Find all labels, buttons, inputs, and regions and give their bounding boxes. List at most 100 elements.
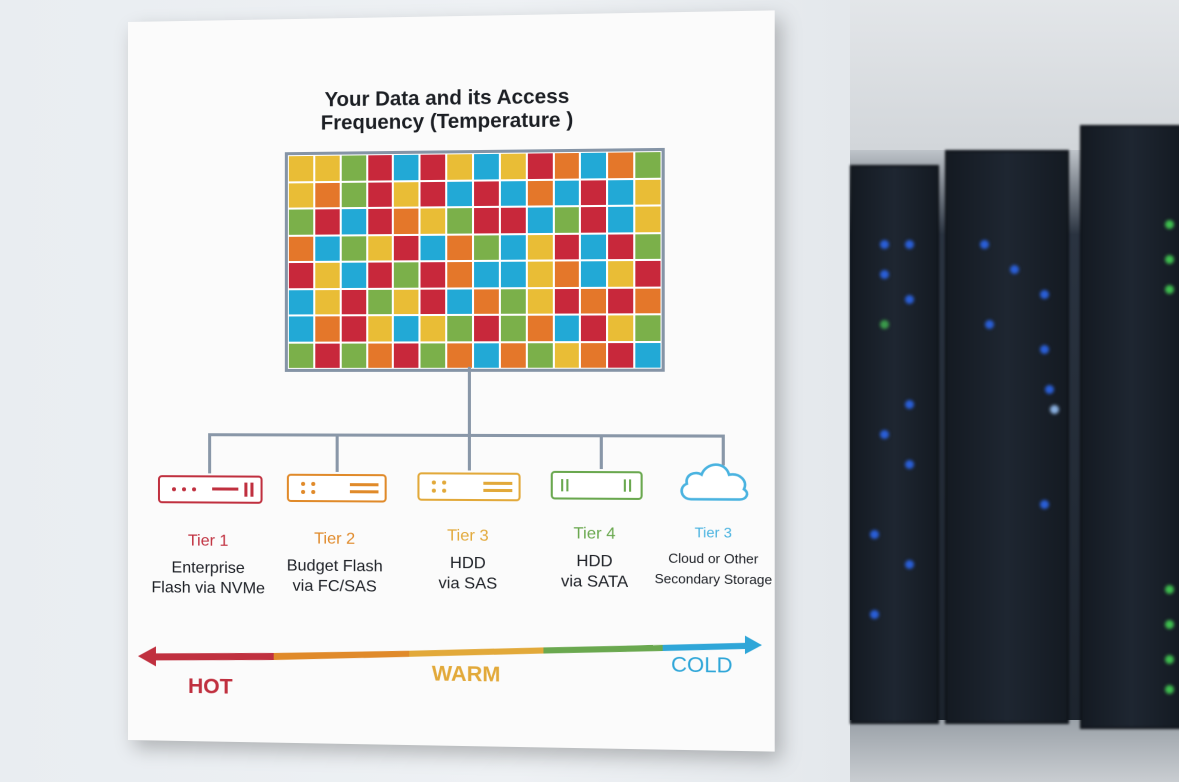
- tier-cloud-name: Tier 3: [645, 524, 782, 541]
- flash-storage-icon: [287, 474, 387, 503]
- tier-3-desc-line1: HDD: [401, 553, 535, 575]
- heatmap-cell: [581, 343, 606, 368]
- heatmap-cell: [447, 262, 472, 287]
- tier-cloud-desc-line2: Secondary Storage: [645, 569, 782, 591]
- heatmap-cell: [501, 262, 526, 287]
- heatmap-cell: [581, 153, 606, 178]
- heatmap-cell: [635, 206, 660, 231]
- heatmap-cell: [608, 234, 633, 259]
- heatmap-cell: [421, 316, 446, 341]
- heatmap-cell: [315, 343, 339, 368]
- tier-2: Tier 2 Budget Flash via FC/SAS: [269, 530, 401, 598]
- heatmap-cell: [447, 208, 472, 233]
- connector-drop-1: [208, 433, 211, 473]
- heatmap-cell: [447, 181, 472, 206]
- tier-cloud-desc-line1: Cloud or Other: [645, 548, 782, 570]
- tier-4-desc-line2: via SATA: [527, 572, 663, 594]
- heatmap-cell: [447, 316, 472, 341]
- heatmap-cell: [635, 179, 660, 204]
- heatmap-cell: [368, 182, 392, 207]
- hot-label: HOT: [188, 675, 233, 700]
- rack-led: [1165, 285, 1174, 294]
- nvme-storage-icon: [158, 475, 263, 504]
- heatmap-cell: [528, 180, 553, 205]
- heatmap-cell: [341, 343, 365, 368]
- tier-2-name: Tier 2: [269, 530, 401, 549]
- heatmap-cell: [608, 207, 633, 232]
- heatmap-cell: [554, 316, 579, 341]
- heatmap-cell: [528, 316, 553, 341]
- heatmap-cell: [501, 208, 526, 233]
- heatmap-cell: [341, 236, 365, 261]
- rack-led: [1050, 405, 1059, 414]
- heatmap-cell: [315, 316, 339, 341]
- heatmap-cell: [289, 209, 313, 234]
- heatmap-cell: [608, 261, 633, 286]
- rack-led: [985, 320, 994, 329]
- rack-led: [880, 240, 889, 249]
- floor: [850, 720, 1179, 782]
- rack-led: [905, 560, 914, 569]
- heatmap-cell: [554, 261, 579, 286]
- heatmap-cell: [474, 208, 499, 233]
- rack-led: [1010, 265, 1019, 274]
- rack-led: [905, 400, 914, 409]
- heatmap-cell: [554, 180, 579, 205]
- heatmap-cell: [368, 209, 392, 234]
- heatmap-cell: [421, 262, 446, 287]
- heatmap-cell: [341, 263, 365, 288]
- storage-tier-poster: Your Data and its Access Frequency (Temp…: [128, 10, 775, 751]
- connector-drop-2: [336, 434, 339, 472]
- heatmap-cell: [341, 316, 365, 341]
- heatmap-cell: [289, 236, 313, 261]
- heatmap-cell: [421, 181, 446, 206]
- heatmap-cell: [501, 154, 526, 179]
- tier-4-name: Tier 4: [527, 525, 663, 544]
- heatmap-cell: [635, 261, 660, 286]
- heatmap-cell: [289, 343, 313, 368]
- rack-led: [1045, 385, 1054, 394]
- tier-2-desc-line1: Budget Flash: [269, 556, 401, 577]
- rack-led: [1165, 685, 1174, 694]
- tier-4: Tier 4 HDD via SATA: [527, 525, 663, 594]
- heatmap-cell: [368, 316, 392, 341]
- rack-led: [1165, 655, 1174, 664]
- heatmap-cell: [528, 207, 553, 232]
- heatmap-cell: [528, 343, 553, 368]
- rack-led: [1040, 290, 1049, 299]
- heatmap-cell: [608, 152, 633, 177]
- heatmap-cell: [501, 343, 526, 368]
- heatmap-cell: [421, 343, 446, 368]
- heatmap-cell: [581, 234, 606, 259]
- heatmap-cell: [394, 182, 418, 207]
- heatmap-cell: [315, 209, 339, 234]
- server-rack: [850, 165, 939, 724]
- heatmap-cell: [608, 180, 633, 205]
- heatmap-cell: [368, 155, 392, 180]
- cold-label: COLD: [671, 653, 733, 679]
- rack-led: [880, 270, 889, 279]
- tier-3-name: Tier 3: [401, 527, 535, 546]
- heatmap-cell: [474, 262, 499, 287]
- heatmap-cell: [528, 153, 553, 178]
- warm-label: WARM: [432, 662, 501, 687]
- heatmap-cell: [394, 155, 418, 180]
- heatmap-cell: [608, 315, 633, 340]
- data-temperature-heatmap: [285, 148, 665, 372]
- heatmap-cell: [315, 156, 339, 181]
- heatmap-cell: [289, 263, 313, 288]
- heatmap-cell: [635, 234, 660, 259]
- heatmap-cell: [581, 261, 606, 286]
- heatmap-cell: [501, 289, 526, 314]
- heatmap-cell: [474, 316, 499, 341]
- heatmap-cell: [581, 207, 606, 232]
- heatmap-cell: [554, 234, 579, 259]
- heatmap-cell: [394, 343, 418, 368]
- heatmap-cell: [394, 209, 418, 234]
- heatmap-cell: [368, 289, 392, 314]
- rack-led: [870, 610, 879, 619]
- heatmap-cell: [447, 154, 472, 179]
- tier-3: Tier 3 HDD via SAS: [401, 527, 535, 595]
- connector-drop-3: [468, 434, 471, 471]
- heatmap-cell: [635, 288, 660, 313]
